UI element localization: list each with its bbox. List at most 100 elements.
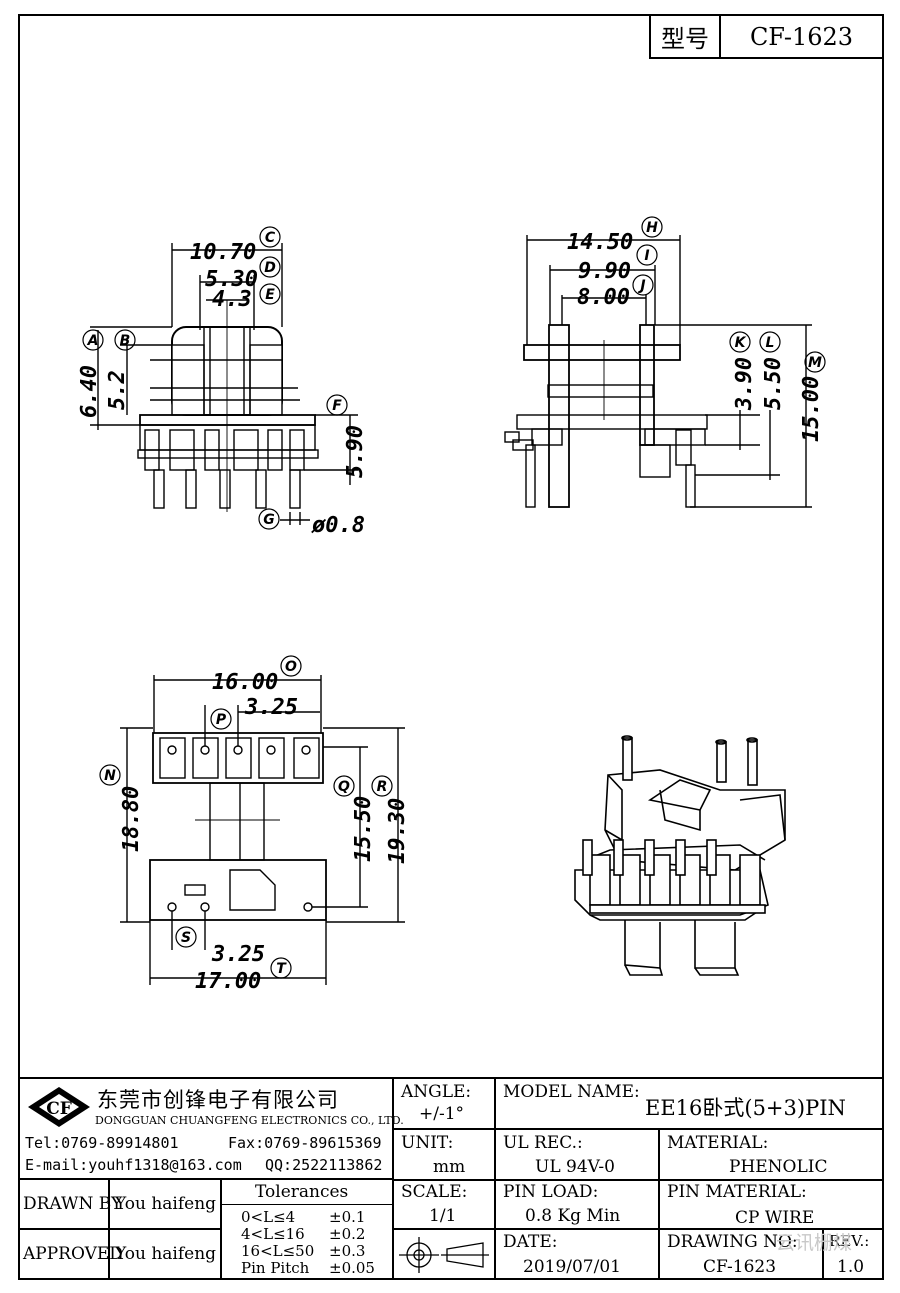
callout-q: Q	[338, 779, 350, 795]
dim-c-text: 10.70	[190, 240, 256, 265]
isometric-view	[574, 735, 786, 976]
pin-material-value: CP WIRE	[735, 1208, 815, 1228]
approved-label-cell: APPROVED	[18, 1228, 123, 1280]
dim-m-text: 15.00	[799, 376, 824, 442]
drawn-by-label: DRAWN BY	[23, 1194, 123, 1214]
tol-range-1: 0<L≤4	[241, 1208, 296, 1226]
unit-value: mm	[433, 1157, 466, 1177]
tol-value-2: ±0.2	[329, 1225, 366, 1243]
tolerances-label: Tolerances	[255, 1182, 349, 1202]
material-value: PHENOLIC	[729, 1157, 828, 1177]
callout-r: R	[377, 779, 388, 795]
dim-k-text: 3.90	[732, 357, 757, 411]
ul-cell: UL REC.: UL 94V-0	[494, 1128, 660, 1181]
callout-l: L	[766, 335, 775, 351]
material-cell: MATERIAL: PHENOLIC	[658, 1128, 884, 1181]
angle-cell: ANGLE: +/-1°	[392, 1077, 496, 1130]
technical-drawing: 10.70 5.30 4.3 6.40 5.2 5.90 ø0.8 14.50 …	[77, 216, 826, 994]
front-view	[90, 243, 358, 525]
drawing-no-label: DRAWING NO:	[667, 1232, 798, 1252]
dim-a-text: 6.40	[77, 365, 102, 418]
rev-label: REV.:	[829, 1232, 870, 1250]
tol-value-1: ±0.1	[329, 1208, 366, 1226]
company-name-cn: 东莞市创锋电子有限公司	[97, 1088, 339, 1112]
callout-j: J	[637, 278, 645, 294]
approved-value: You haifeng	[115, 1244, 217, 1264]
drawing-no-value: CF-1623	[703, 1257, 777, 1277]
callout-s: S	[181, 930, 191, 946]
side-view	[504, 235, 812, 508]
drawn-by-value: You haifeng	[115, 1194, 217, 1214]
model-value-cell: CF-1623	[719, 14, 884, 59]
approved-label: APPROVED	[23, 1244, 123, 1264]
date-label: DATE:	[503, 1232, 558, 1252]
company-fax: Fax:0769-89615369	[228, 1134, 382, 1152]
company-logo-icon: CF	[28, 1087, 90, 1127]
callout-p: P	[216, 712, 227, 728]
callout-a: A	[87, 333, 99, 349]
dim-d-text: 5.30	[205, 267, 258, 292]
angle-value: +/-1°	[419, 1104, 465, 1124]
dim-s-text: 3.25	[211, 942, 265, 967]
date-value: 2019/07/01	[523, 1257, 621, 1277]
dim-h-text: 14.50	[567, 230, 633, 255]
model-label: 型号	[661, 25, 709, 53]
callout-o: O	[285, 659, 297, 675]
model-value: CF-1623	[749, 22, 854, 51]
dim-f-text: 5.90	[343, 425, 368, 478]
pin-load-label: PIN LOAD:	[503, 1182, 599, 1202]
company-cell: CF 东莞市创锋电子有限公司 DONGGUAN CHUANGFENG ELECT…	[18, 1077, 404, 1179]
svg-text:CF: CF	[46, 1099, 72, 1119]
model-name-cell: MODEL NAME: EE16卧式(5+3)PIN	[494, 1077, 884, 1130]
tol-value-4: ±0.05	[329, 1259, 375, 1277]
callout-circles	[82, 216, 826, 979]
company-qq: QQ:2522113862	[265, 1156, 383, 1174]
callout-g: G	[263, 512, 275, 528]
dim-r-text: 19.30	[385, 798, 410, 864]
dim-n-text: 18.80	[119, 786, 144, 852]
model-name-value: EE16卧式(5+3)PIN	[645, 1096, 846, 1120]
callout-k: K	[735, 335, 747, 351]
company-tel: Tel:0769-89914801	[25, 1134, 179, 1152]
rev-value: 1.0	[837, 1257, 865, 1277]
callout-h: H	[646, 220, 658, 236]
dim-g-text: ø0.8	[311, 513, 365, 538]
drawing-no-cell: DRAWING NO: CF-1623	[658, 1228, 824, 1280]
unit-label: UNIT:	[401, 1133, 454, 1153]
ul-value: UL 94V-0	[535, 1157, 615, 1177]
pin-material-label: PIN MATERIAL:	[667, 1182, 807, 1202]
callout-t: T	[276, 961, 287, 977]
dim-l-text: 5.50	[761, 357, 786, 410]
dim-p-text: 3.25	[244, 695, 298, 720]
scale-value: 1/1	[429, 1206, 457, 1226]
callout-n: N	[104, 768, 116, 784]
scale-cell: SCALE: 1/1	[392, 1179, 496, 1230]
dim-t-text: 17.00	[195, 969, 261, 994]
pin-load-value: 0.8 Kg Min	[525, 1206, 621, 1226]
dim-b-text: 5.2	[105, 370, 130, 410]
ul-label: UL REC.:	[503, 1133, 583, 1153]
tol-value-3: ±0.3	[329, 1242, 366, 1260]
unit-cell: UNIT: mm	[392, 1128, 496, 1181]
pin-material-cell: PIN MATERIAL: CP WIRE	[658, 1179, 884, 1230]
model-label-cell: 型号	[649, 14, 721, 59]
approved-value-cell: You haifeng	[108, 1228, 222, 1280]
third-angle-projection-icon	[399, 1237, 489, 1273]
rev-cell: REV.: 1.0	[822, 1228, 884, 1280]
projection-cell	[392, 1228, 496, 1280]
dim-j-text: 8.00	[577, 285, 630, 310]
dim-e-text: 4.3	[212, 287, 252, 312]
tol-range-3: 16<L≤50	[241, 1242, 315, 1260]
watermark: 云讯栅煤	[776, 1232, 853, 1254]
tol-range-2: 4<L≤16	[241, 1225, 305, 1243]
callout-e: E	[265, 287, 275, 303]
title-block	[18, 1077, 884, 1280]
bottom-view	[120, 675, 405, 985]
drawn-by-label-cell: DRAWN BY	[18, 1179, 122, 1230]
tolerances-cell: Tolerances 0<L≤4 ±0.1 4<L≤16 ±0.2 16<L≤5…	[220, 1179, 394, 1280]
callout-i: I	[644, 248, 649, 264]
callout-f: F	[332, 398, 342, 414]
callout-b: B	[120, 333, 131, 349]
tol-range-4: Pin Pitch	[241, 1259, 310, 1277]
pin-load-cell: PIN LOAD: 0.8 Kg Min	[494, 1179, 660, 1230]
